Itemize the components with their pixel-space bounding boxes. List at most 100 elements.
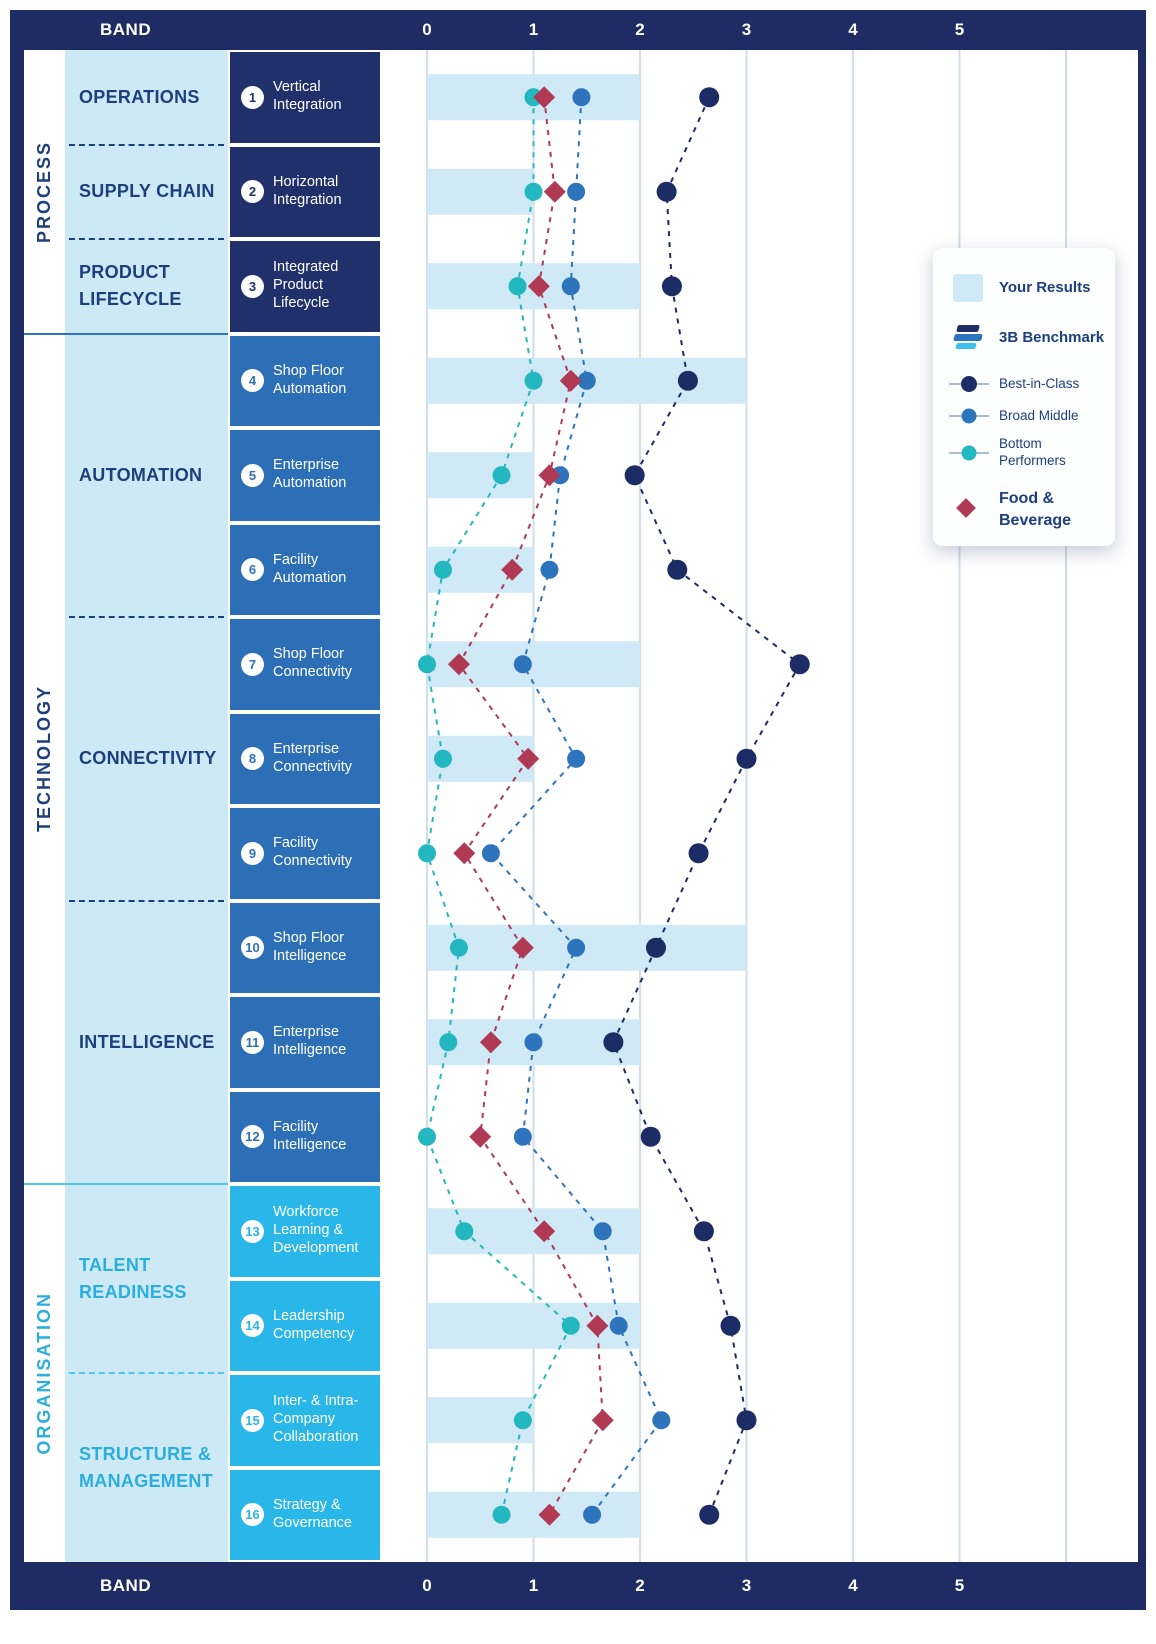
band-label-line: TALENT <box>79 1254 151 1275</box>
marker-best-in-class-11 <box>603 1032 624 1053</box>
band-label-line: MANAGEMENT <box>79 1470 213 1491</box>
band-label-connectivity: CONNECTIVITY <box>65 617 228 901</box>
dimension-label-line: Intelligence <box>273 1136 347 1153</box>
dimension-number-badge: 12 <box>241 1125 264 1149</box>
marker-best-in-class-12 <box>640 1126 661 1147</box>
series-line-broad-middle <box>489 97 663 1516</box>
band-label-line: SUPPLY CHAIN <box>79 181 215 202</box>
marker-bottom-performers-14 <box>561 1316 580 1335</box>
dimension-label-line: Governance <box>273 1514 352 1531</box>
axis-tick-5: 5 <box>954 20 965 39</box>
group-label-organisation: ORGANISATION <box>24 1184 65 1562</box>
legend-best-label: Best-in-Class <box>999 376 1080 391</box>
marker-food-beverage-5 <box>538 464 561 487</box>
marker-food-beverage-13 <box>533 1220 556 1243</box>
legend-food-label-line2: Beverage <box>999 512 1072 529</box>
marker-best-in-class-5 <box>624 465 645 486</box>
axis-tick-4: 4 <box>848 1576 858 1595</box>
band-label-line: LIFECYCLE <box>79 289 182 310</box>
dimension-label-line: Intelligence <box>273 947 347 964</box>
marker-bottom-performers-8 <box>433 749 452 768</box>
dimension-number-badge: 8 <box>241 747 264 771</box>
your-results-bar-5 <box>427 452 534 499</box>
marker-bottom-performers-4 <box>524 371 543 390</box>
dimension-label-line: Enterprise <box>273 457 340 474</box>
marker-bottom-performers-9 <box>418 844 436 863</box>
dimension-label-line: Facility <box>273 835 319 852</box>
dimension-label-line: Connectivity <box>273 758 352 775</box>
band-label-line: CONNECTIVITY <box>79 748 217 769</box>
marker-bottom-performers-3 <box>508 277 527 296</box>
axis-tick-1: 1 <box>528 20 539 39</box>
dimension-label-line: Company <box>273 1411 336 1428</box>
marker-broad-middle-4 <box>577 371 596 390</box>
dimension-number-badge: 7 <box>241 652 264 676</box>
band-axis-title-bottom: BAND <box>100 1576 152 1595</box>
dimension-label-line: Competency <box>273 1325 355 1342</box>
marker-bottom-performers-7 <box>418 655 436 674</box>
dimension-label-line: Facility <box>273 1118 319 1135</box>
marker-best-in-class-14 <box>720 1315 741 1336</box>
band-label-supplychain: SUPPLY CHAIN <box>65 145 228 240</box>
dimension-label-line: Automation <box>273 380 347 397</box>
marker-bottom-performers-16 <box>492 1505 511 1524</box>
band-label-line: AUTOMATION <box>79 464 203 485</box>
marker-bottom-performers-12 <box>418 1127 436 1146</box>
dimension-label-line: Integration <box>273 97 342 114</box>
benchmark-icon-bar-top <box>956 325 980 332</box>
dimension-number-badge: 2 <box>241 180 264 204</box>
marker-best-in-class-2 <box>656 181 677 202</box>
series-line-best-in-class <box>612 96 802 1516</box>
your-results-swatch <box>953 274 983 302</box>
band-label-line: STRUCTURE & <box>79 1443 212 1464</box>
marker-broad-middle-12 <box>513 1127 532 1146</box>
marker-food-beverage-1 <box>533 86 556 109</box>
marker-best-in-class-9 <box>688 843 709 864</box>
dimension-label-line: Horizontal <box>273 173 339 190</box>
dimension-label-line: Learning & <box>273 1222 344 1239</box>
band-axis-title-top: BAND <box>100 20 152 39</box>
band-separator-dashed <box>69 616 224 618</box>
marker-best-in-class-8 <box>736 748 757 769</box>
dimension-label-line: Connectivity <box>273 664 352 681</box>
dimension-number-badge: 14 <box>241 1314 264 1338</box>
axis-tick-5: 5 <box>954 1576 965 1595</box>
legend-bottom-label-line1: Bottom <box>999 436 1042 451</box>
band-separator-dashed <box>69 143 224 146</box>
marker-best-in-class-3 <box>661 276 682 297</box>
band-label-intelligence: INTELLIGENCE <box>65 901 228 1185</box>
marker-food-beverage-9 <box>453 842 476 865</box>
dimension-number-badge: 10 <box>241 936 264 960</box>
dimension-label-line: Lifecycle <box>273 295 330 312</box>
marker-broad-middle-6 <box>540 560 559 579</box>
marker-bottom-performers-6 <box>433 560 452 579</box>
band-label-operations: OPERATIONS <box>65 50 228 145</box>
band-label-line: OPERATIONS <box>79 86 200 107</box>
marker-broad-middle-8 <box>567 749 586 768</box>
band-separator-dashed <box>69 899 224 902</box>
group-label-technology: TECHNOLOGY <box>24 333 65 1184</box>
band-column-bg <box>65 50 228 1562</box>
dimension-label-line: Integration <box>273 191 342 208</box>
